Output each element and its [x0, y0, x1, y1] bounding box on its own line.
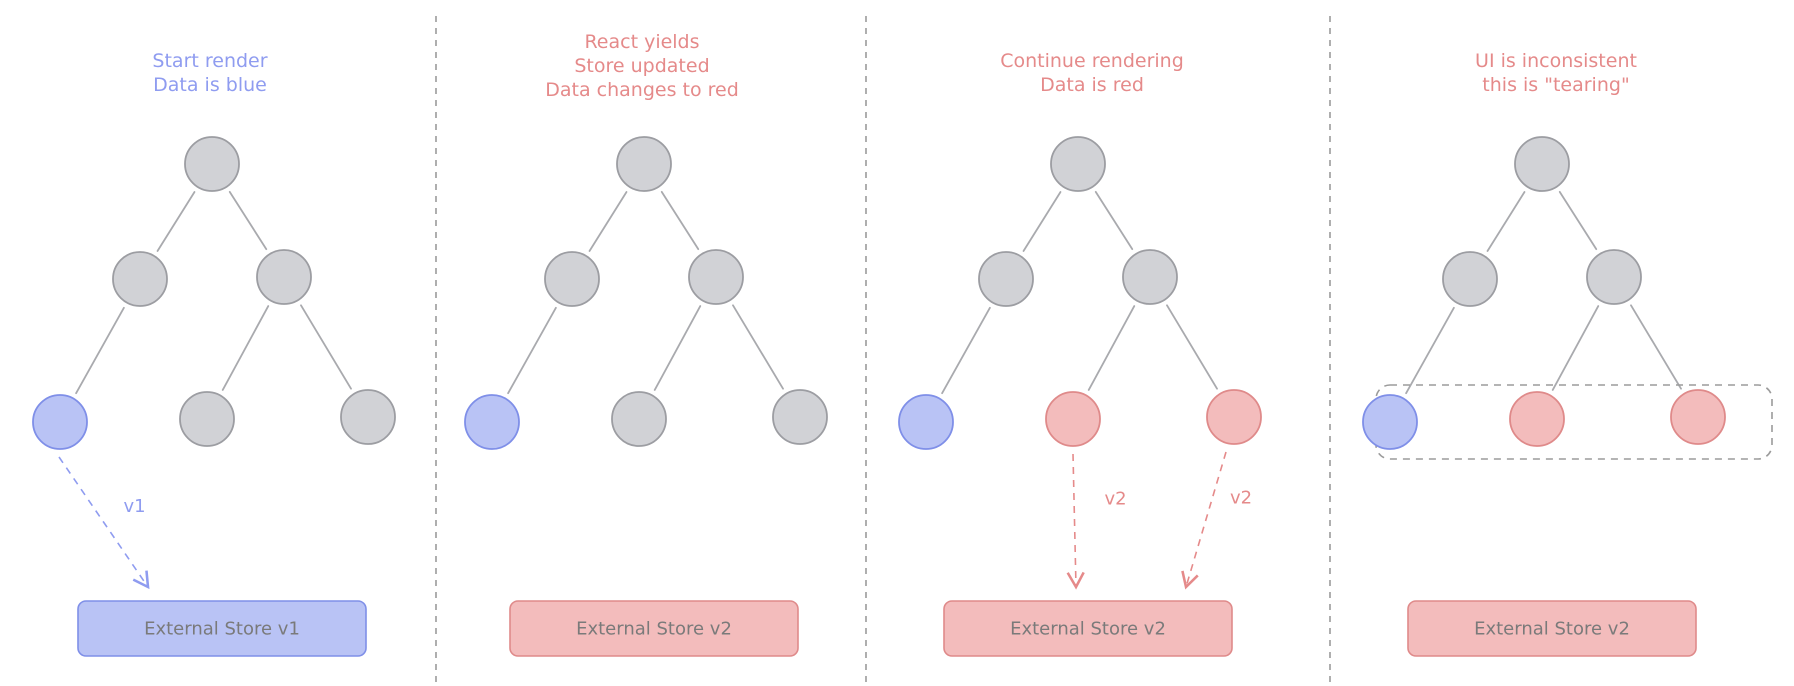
- data-arrow-line: [58, 456, 150, 590]
- tree-node-root: [616, 136, 672, 192]
- data-arrow-label: v2: [1105, 489, 1127, 510]
- data-arrow-label: v1: [124, 496, 146, 517]
- tree-leaf-2-gray: [179, 391, 235, 447]
- data-arrow-label: v2: [1230, 488, 1252, 509]
- caption-line: Data is red: [1040, 74, 1144, 96]
- tree-leaf-3-red: [1206, 389, 1262, 445]
- external-store-rect: [1407, 600, 1697, 657]
- tree-node-left: [112, 251, 168, 307]
- tree-nodes: [32, 136, 396, 450]
- tree-node-root: [1514, 136, 1570, 192]
- tree-edge: [1630, 304, 1682, 390]
- external-store-box: External Store v2: [509, 600, 799, 657]
- tree-leaf-1-blue: [464, 394, 520, 450]
- tree-edge: [732, 304, 784, 390]
- tree-node-root: [1050, 136, 1106, 192]
- caption-line: Data is blue: [153, 74, 267, 96]
- tree-node-root: [184, 136, 240, 192]
- external-store-label: External Store v1: [144, 619, 300, 640]
- tree-edge: [300, 304, 352, 390]
- tree-nodes: [1362, 136, 1726, 450]
- data-arrow-line: [1066, 453, 1085, 590]
- caption-line: Continue rendering: [1000, 50, 1184, 72]
- tree-nodes: [464, 136, 828, 450]
- tree-node-right: [256, 249, 312, 305]
- data-arrow: v1: [58, 456, 150, 590]
- data-arrow-line: [1181, 451, 1227, 590]
- tree-edges: [1405, 190, 1682, 395]
- tree-leaf-1-blue: [1362, 394, 1418, 450]
- tree-edge: [1405, 306, 1455, 395]
- tree-leaf-2-red: [1045, 391, 1101, 447]
- tree-node-right: [1586, 249, 1642, 305]
- caption-line: this is "tearing": [1482, 74, 1629, 96]
- caption-line: React yields: [584, 31, 699, 53]
- tree-edge: [507, 306, 557, 395]
- tree-leaf-2-red: [1509, 391, 1565, 447]
- tree-edge: [1551, 305, 1600, 391]
- external-store-label: External Store v2: [1474, 619, 1630, 640]
- tree-nodes: [898, 136, 1262, 450]
- tree-edge: [1022, 191, 1062, 252]
- external-store-label: External Store v2: [576, 619, 732, 640]
- tree-leaf-3-red: [1670, 389, 1726, 445]
- tree-edge: [75, 306, 125, 395]
- tree-leaf-1-blue: [898, 394, 954, 450]
- tree-edge: [156, 191, 196, 252]
- tree-edge: [1094, 190, 1134, 251]
- tree-edges: [507, 190, 784, 395]
- tree-leaf-3-gray: [340, 389, 396, 445]
- external-store-rect: [943, 600, 1233, 657]
- data-arrow: v2: [1181, 451, 1252, 590]
- external-store-box: External Store v1: [77, 600, 367, 657]
- tree-edge: [1087, 305, 1136, 391]
- caption-line: UI is inconsistent: [1475, 50, 1637, 72]
- tree-edge: [1486, 191, 1526, 252]
- leaves-highlight-box: [1375, 384, 1773, 460]
- tree-edge: [221, 305, 270, 391]
- tree-edges: [75, 190, 352, 395]
- external-store-box: External Store v2: [1407, 600, 1697, 657]
- tree-edge: [660, 190, 700, 251]
- tree-leaf-2-gray: [611, 391, 667, 447]
- tree-edge: [941, 306, 991, 395]
- panel-dividers: [435, 16, 1331, 686]
- tree-edge: [1166, 304, 1218, 390]
- tree-node-right: [688, 249, 744, 305]
- external-store-rect: [509, 600, 799, 657]
- tree-edge: [588, 191, 628, 252]
- tree-edge: [228, 190, 268, 251]
- caption-line: Start render: [152, 50, 267, 72]
- caption-line: Store updated: [574, 55, 709, 77]
- tree-edge: [1558, 190, 1598, 251]
- data-arrow: v2: [1066, 453, 1127, 590]
- tree-leaf-1-blue: [32, 394, 88, 450]
- external-store-box: External Store v2: [943, 600, 1233, 657]
- tree-edges: [941, 190, 1218, 395]
- tree-node-left: [978, 251, 1034, 307]
- external-store-label: External Store v2: [1010, 619, 1166, 640]
- caption-line: Data changes to red: [545, 79, 739, 101]
- tree-edge: [653, 305, 702, 391]
- tree-node-left: [1442, 251, 1498, 307]
- tree-leaf-3-gray: [772, 389, 828, 445]
- external-store-rect: [77, 600, 367, 657]
- tree-node-right: [1122, 249, 1178, 305]
- tree-node-left: [544, 251, 600, 307]
